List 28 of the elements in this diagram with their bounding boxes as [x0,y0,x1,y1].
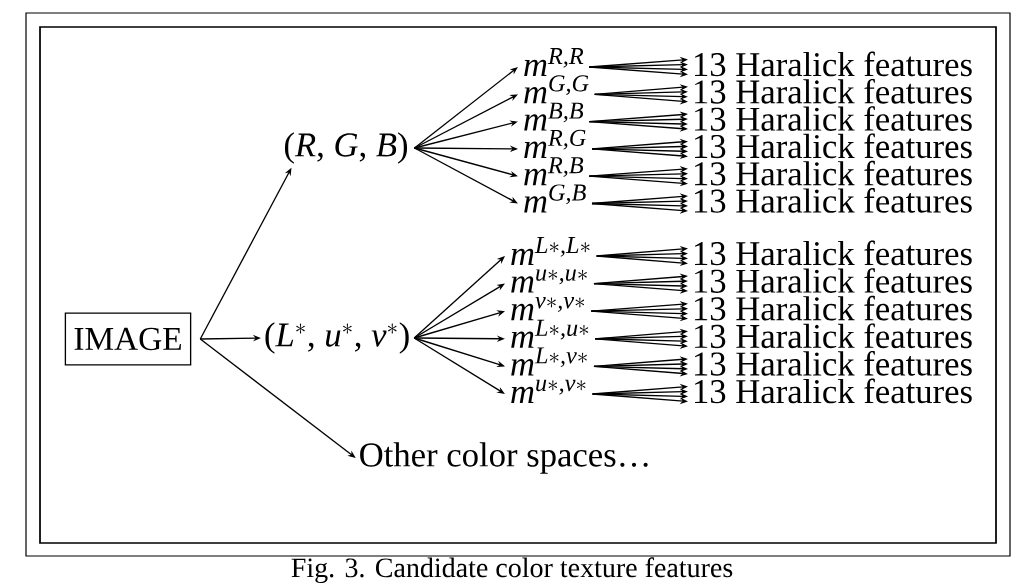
color-space-label: Other color spaces… [360,442,648,474]
feature-label: 13 Haralick features [695,51,972,77]
feature-label: 13 Haralick features [695,323,972,349]
image-box: IMAGE [64,312,192,366]
arrow [413,256,505,339]
feature-label: 13 Haralick features [695,188,972,213]
arrow [413,147,518,204]
figure-caption: Fig. 3. Candidate color texture features [291,557,733,584]
arrow [413,283,505,339]
feature-label: 13 Haralick features [695,240,972,266]
arrow [413,337,505,394]
feature-label: 13 Haralick features [695,351,972,376]
matrix-label: m$^{u}$$^{∗}$$^{,v}$$^{∗}$ [511,379,586,403]
feature-label: 13 Haralick features [695,378,972,404]
color-space-label: (L$^{∗}$, u$^{∗}$, v$^{∗}$) [265,322,409,354]
matrix-label: m$^{u}$$^{∗}$$^{,u}$$^{∗}$ [511,269,587,293]
feature-label: 13 Haralick features [695,295,972,321]
color-space-label: (R, G, B) [284,132,408,164]
feature-label: 13 Haralick features [695,160,972,186]
arrow [413,67,518,149]
feature-label: 13 Haralick features [695,268,972,293]
arrow [413,94,518,149]
matrix-label: m$^{L}$$^{∗}$$^{,v}$$^{∗}$ [511,347,587,376]
matrix-label: m$^{R,R}$ [524,48,584,76]
feature-label: 13 Haralick features [695,106,972,131]
feature-label: 13 Haralick features [695,133,972,159]
feature-label: 13 Haralick features [695,78,972,104]
matrix-label: m$^{L}$$^{∗}$$^{,L}$$^{∗}$ [511,237,590,265]
